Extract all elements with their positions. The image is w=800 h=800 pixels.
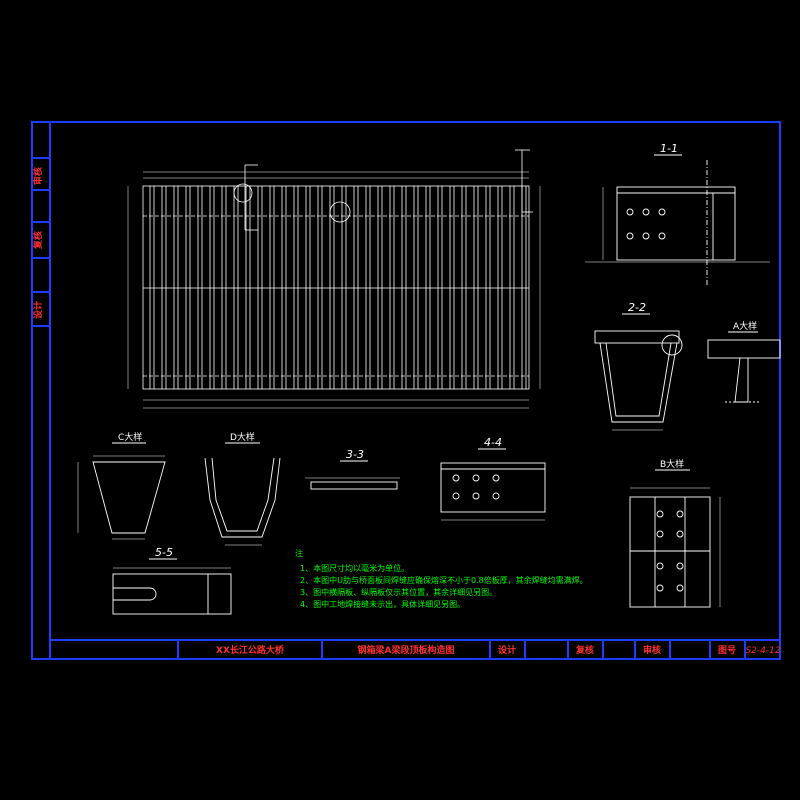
note-1: 1、本图尺寸均以毫米为单位。 xyxy=(300,563,409,573)
review-label: 审核 xyxy=(643,644,661,656)
check-label: 复核 xyxy=(575,644,594,656)
bolt-hole xyxy=(472,474,480,482)
stamp-review: 审核 xyxy=(32,167,44,185)
bolt-hole xyxy=(642,208,650,216)
bolt-hole xyxy=(656,562,664,570)
section-2-2-title: 2-2 xyxy=(628,301,646,314)
bolt-hole xyxy=(676,584,684,592)
side-stamps: 审核 复核 设计 xyxy=(32,167,44,319)
bolt-hole xyxy=(472,492,480,500)
bolt-group-1-1 xyxy=(626,208,666,240)
bolt-hole xyxy=(626,208,634,216)
outer-frame xyxy=(31,121,781,660)
bolt-hole xyxy=(658,232,666,240)
section-3-3: 3-3 xyxy=(305,448,400,490)
detail-c: C大样 xyxy=(77,431,166,540)
bolt-hole xyxy=(626,232,634,240)
stamp-check: 复核 xyxy=(32,231,44,250)
notes: 注 1、本图尺寸均以毫米为单位。 2、本图中U肋与桥面板间焊缝应确保熔深不小于0… xyxy=(295,548,588,609)
drawing-title: 钢箱梁A梁段顶板构造图 xyxy=(358,644,455,656)
section-5-5: 5-5 xyxy=(112,546,232,615)
detail-c-title: C大样 xyxy=(118,431,142,443)
section-2-2: 2-2 xyxy=(594,301,683,431)
bolt-hole xyxy=(676,530,684,538)
section-4-4-title: 4-4 xyxy=(484,436,502,449)
drawing-number: S2-4-12 xyxy=(745,646,780,656)
notes-heading: 注 xyxy=(295,548,303,558)
design-label: 设计 xyxy=(498,644,516,656)
section-3-3-title: 3-3 xyxy=(346,448,364,461)
detail-b-title: B大样 xyxy=(660,458,684,470)
bolt-hole xyxy=(676,510,684,518)
bolt-hole xyxy=(452,492,460,500)
bolt-hole xyxy=(492,492,500,500)
bolt-hole xyxy=(656,584,664,592)
detail-b: B大样 xyxy=(629,458,721,608)
bolt-hole xyxy=(658,208,666,216)
bolt-hole xyxy=(642,232,650,240)
plan-view xyxy=(127,149,541,409)
bolt-group-4-4 xyxy=(452,474,500,500)
note-2: 2、本图中U肋与桥面板间焊缝应确保熔深不小于0.8倍板厚，其余焊缝均需满焊。 xyxy=(300,575,588,585)
title-block: XX长江公路大桥 钢箱梁A梁段顶板构造图 设计 复核 审核 图号 S2-4-12 xyxy=(216,644,781,656)
detail-a-title: A大样 xyxy=(733,320,757,332)
detail-d-title: D大样 xyxy=(230,431,255,443)
bolt-hole xyxy=(676,562,684,570)
section-1-1-title: 1-1 xyxy=(660,142,678,155)
drawing-no-label: 图号 xyxy=(718,645,736,656)
bolt-group-detail-b xyxy=(656,510,684,592)
plan-stiffeners xyxy=(149,186,527,389)
section-5-5-title: 5-5 xyxy=(155,546,173,559)
section-1-1: 1-1 xyxy=(585,142,770,287)
detail-a: A大样 xyxy=(707,320,781,403)
section-4-4: 4-4 xyxy=(440,436,546,521)
note-3: 3、图中横隔板、纵隔板仅示其位置，其余详细见另图。 xyxy=(300,587,497,597)
project-name: XX长江公路大桥 xyxy=(216,644,285,656)
bolt-hole xyxy=(656,530,664,538)
detail-d: D大样 xyxy=(204,431,281,546)
bolt-hole xyxy=(452,474,460,482)
bolt-hole xyxy=(492,474,500,482)
bolt-hole xyxy=(656,510,664,518)
stamp-design: 设计 xyxy=(32,301,44,319)
note-4: 4、图中工地焊接缝未示出，具体详细见另图。 xyxy=(300,599,465,609)
